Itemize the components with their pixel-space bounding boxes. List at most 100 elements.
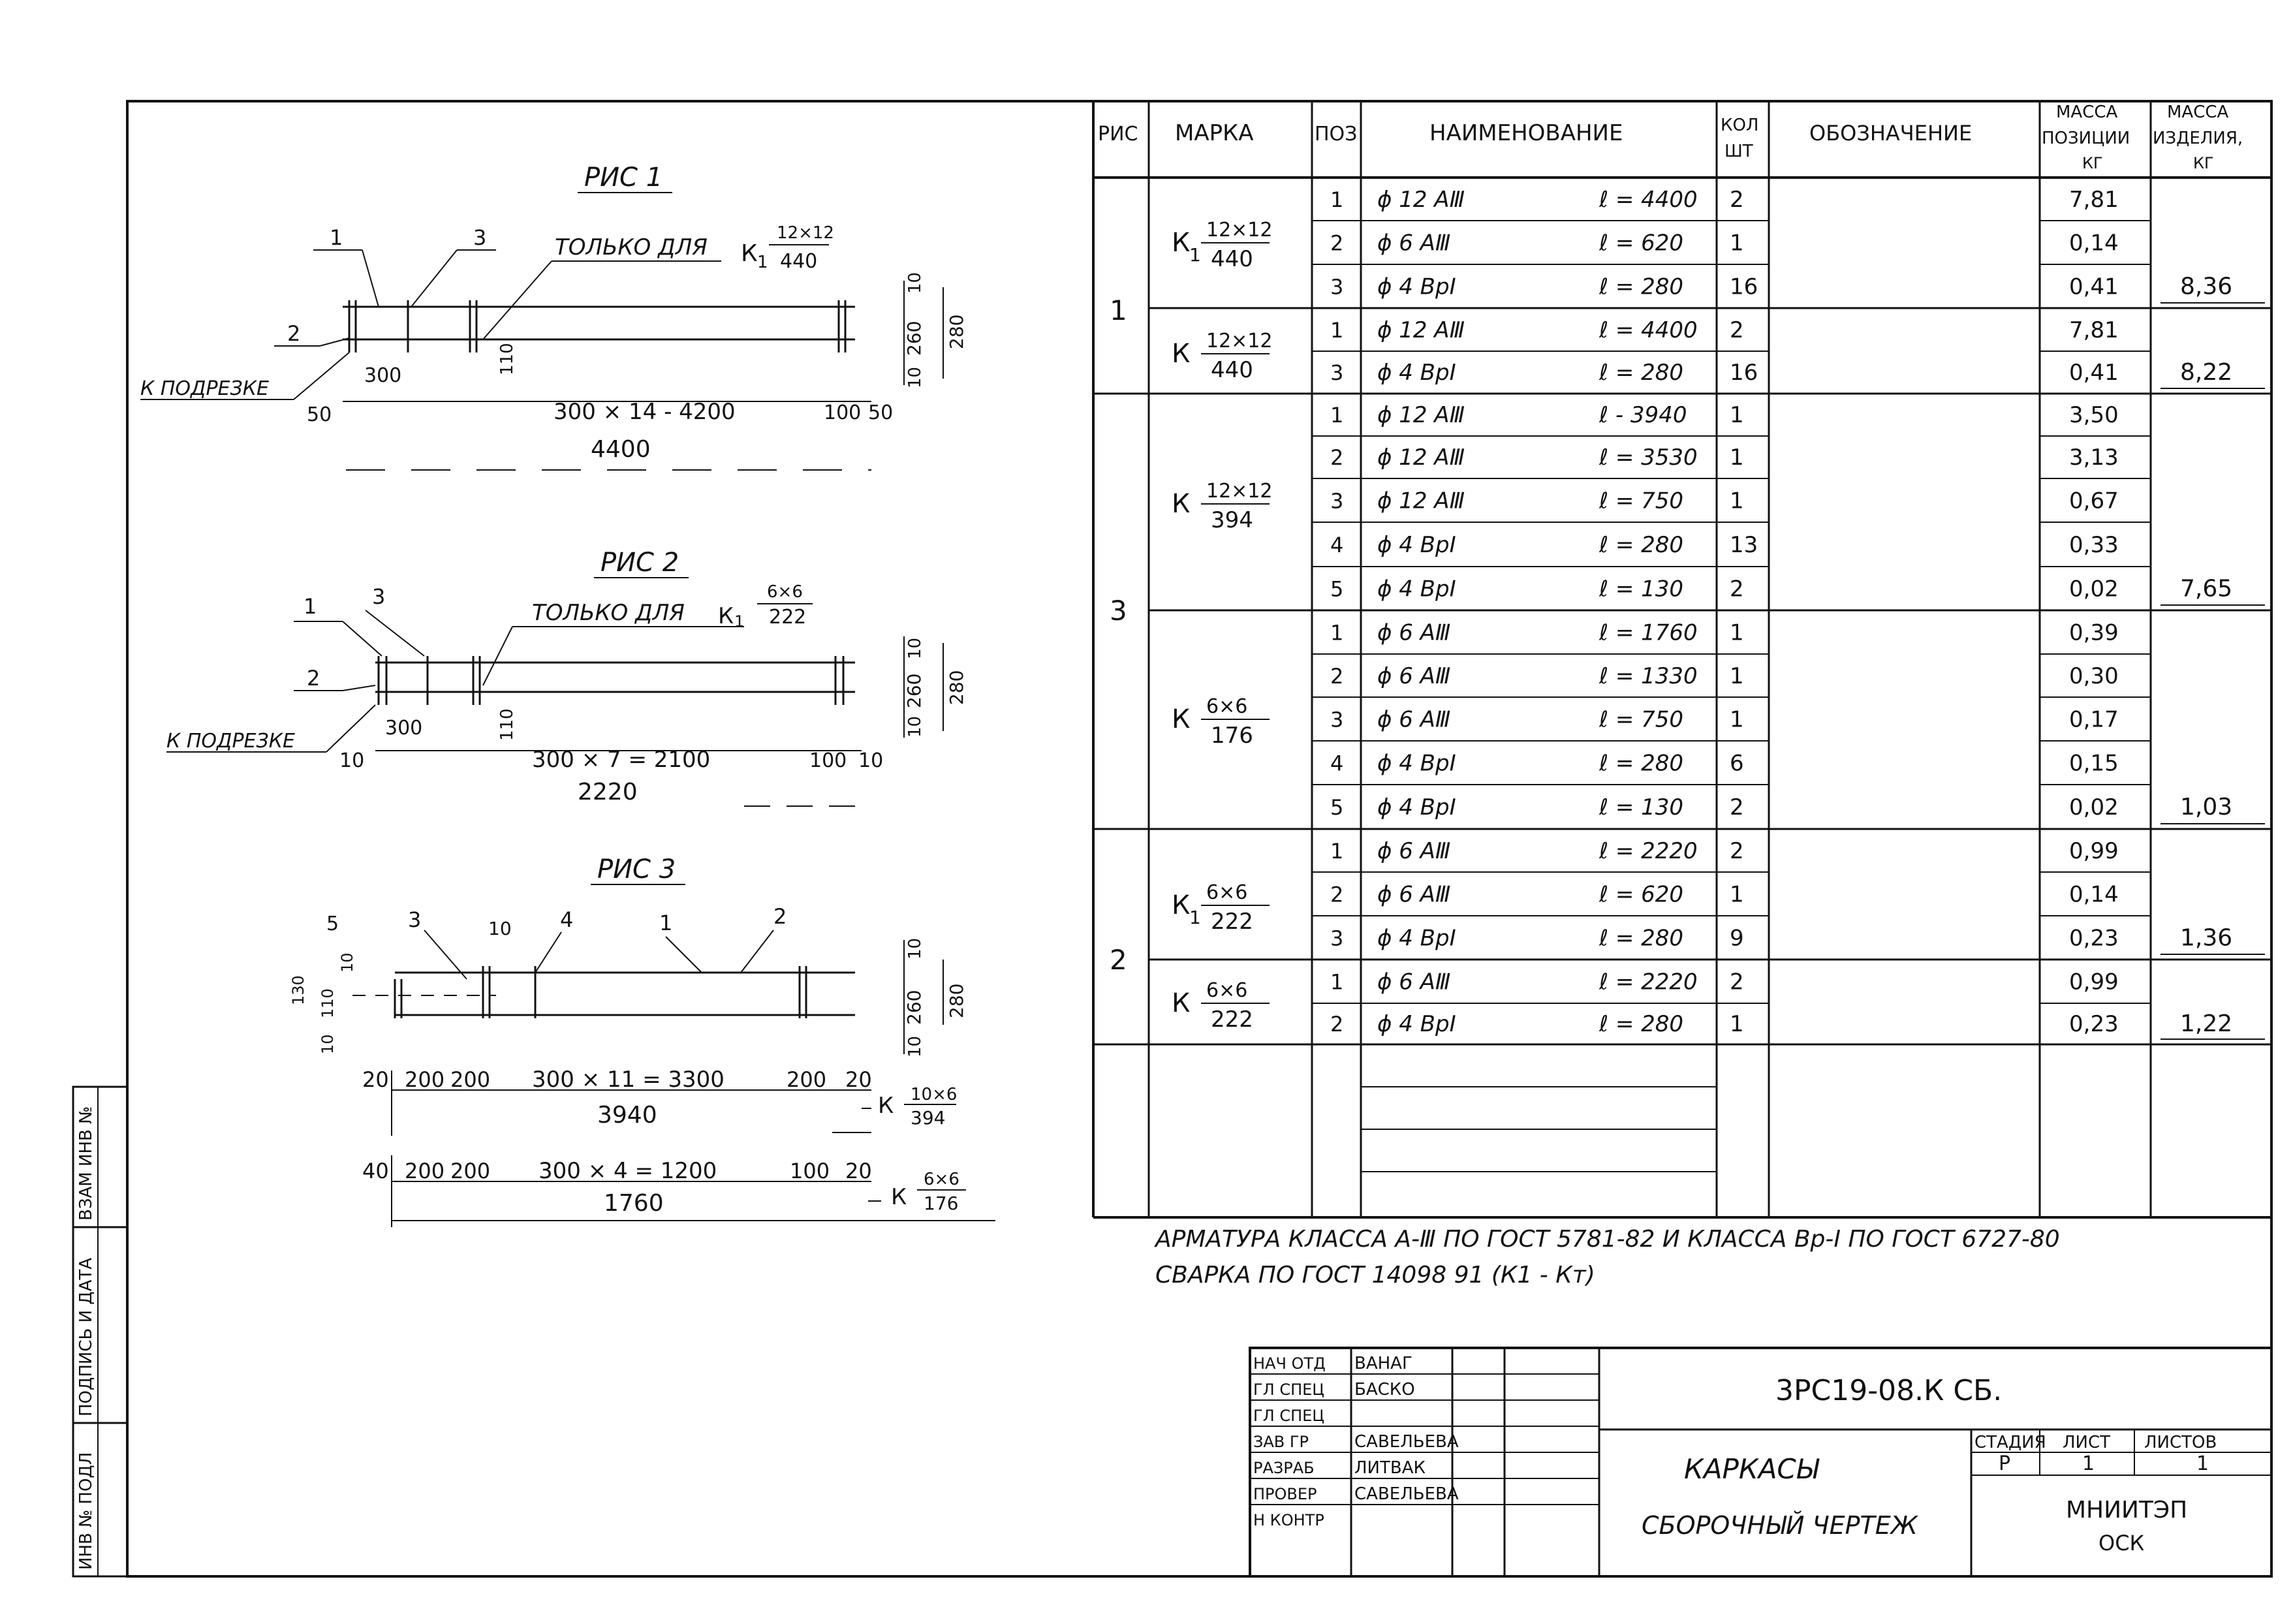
row-qty: 1	[1730, 882, 1744, 908]
fig3-pos2: 2	[773, 904, 787, 929]
row-name: ϕ 4 ВрI	[1377, 360, 1456, 386]
mark-num: 12×12	[1206, 480, 1272, 503]
tb-name: САВЕЛЬЕВА	[1354, 1484, 1459, 1504]
fig3-r2-c: 200	[450, 1159, 490, 1183]
fig1-pos3: 3	[473, 225, 486, 250]
fig3-r1-total: 3940	[597, 1102, 657, 1129]
row-mass: 0,99	[2069, 969, 2119, 995]
hdr-name: НАИМЕНОВАНИЕ	[1429, 120, 1623, 146]
row-total: 1,03	[2180, 794, 2232, 820]
row-length: ℓ = 750	[1599, 488, 1683, 514]
fig1-d110: 110	[497, 343, 517, 375]
row-total: 7,65	[2180, 576, 2232, 602]
fig3-pos5: 5	[326, 913, 339, 935]
fig1-d50a: 50	[307, 403, 332, 426]
row-qty: 2	[1730, 317, 1744, 343]
stage-value: Р	[1999, 1452, 2010, 1475]
fig1-d300: 300	[364, 364, 401, 387]
tb-name: БАСКО	[1354, 1380, 1415, 1399]
row-mass: 0,17	[2069, 707, 2119, 733]
row-mass: 0,39	[2069, 620, 2119, 646]
fig2-d10a: 10	[339, 749, 364, 772]
fig3-r1-c: 200	[450, 1067, 490, 1092]
fig2-mark-sub: 1	[734, 612, 744, 631]
row-qty: 1	[1730, 402, 1744, 428]
row-length: ℓ = 4400	[1599, 187, 1698, 213]
hdr-poz: ПОЗ	[1315, 123, 1357, 146]
fig2-d10d: 10	[905, 716, 925, 738]
doc-code: 3РС19-08.К СБ.	[1775, 1374, 2002, 1407]
fig2-title: РИС 2	[601, 548, 679, 578]
fig3-d10: 10	[488, 918, 512, 939]
row-mass: 0,41	[2069, 360, 2119, 386]
row-total: 1,22	[2180, 1010, 2232, 1037]
fig1-d100: 100	[824, 401, 861, 424]
hdr-mp2: ПОЗИЦИИ	[2042, 129, 2130, 148]
row-qty: 2	[1730, 576, 1744, 602]
note-line-2: СВАРКА ПО ГОСТ 14098 91 (К1 - Кт)	[1155, 1262, 1595, 1288]
row-length: ℓ = 280	[1599, 360, 1683, 386]
fig1-mark-num: 12×12	[777, 223, 834, 243]
row-name: ϕ 12 АⅢ	[1377, 317, 1465, 343]
tb-role: ГЛ СПЕЦ	[1253, 1381, 1324, 1399]
mark-prefix: К	[1172, 339, 1190, 369]
row-length: ℓ = 620	[1599, 230, 1683, 257]
ris-3: 3	[1110, 595, 1127, 627]
row-mass: 7,81	[2069, 187, 2119, 213]
fig2-d10c: 10	[905, 638, 925, 659]
row-qty: 1	[1730, 707, 1744, 733]
fig3-r1-d: 200	[787, 1067, 826, 1092]
fig1-callout: ТОЛЬКО ДЛЯ	[555, 234, 708, 260]
spec-table: РИС МАРКА ПОЗ НАИМЕНОВАНИЕ КОЛ ШТ ОБОЗНА…	[1092, 101, 2271, 1219]
row-length: ℓ - 3940	[1599, 402, 1687, 428]
row-qty: 1	[1730, 230, 1744, 257]
fig3-r2-b: 200	[405, 1159, 445, 1183]
row-mass: 0,14	[2069, 230, 2119, 257]
fig2-pos1: 1	[304, 594, 317, 619]
row-length: ℓ = 280	[1599, 751, 1683, 777]
fig3-pos1: 1	[659, 911, 672, 935]
row-poz: 1	[1330, 839, 1343, 864]
mark-den: 176	[1211, 723, 1253, 749]
row-name: ϕ 4 ВрI	[1377, 751, 1456, 777]
row-length: ℓ = 3530	[1599, 445, 1698, 471]
tb-name: ЛИТВАК	[1354, 1458, 1426, 1478]
row-poz: 2	[1330, 882, 1343, 907]
sheets-value: 1	[2196, 1452, 2209, 1475]
fig1-cut: К ПОДРЕЗКЕ	[140, 377, 269, 400]
row-qty: 16	[1730, 274, 1758, 300]
row-length: ℓ = 130	[1599, 576, 1683, 602]
tb-role: ГЛ СПЕЦ	[1253, 1407, 1324, 1425]
row-poz: 2	[1330, 231, 1343, 256]
row-name: ϕ 4 ВрI	[1377, 1011, 1456, 1037]
row-mass: 0,23	[2069, 1011, 2119, 1037]
fig3-d280: 280	[946, 984, 967, 1018]
mark-num: 6×6	[1206, 881, 1247, 904]
hdr-oboz: ОБОЗНАЧЕНИЕ	[1809, 121, 1972, 146]
row-mass: 0,33	[2069, 532, 2119, 558]
mark-den: 222	[1211, 1007, 1253, 1033]
row-length: ℓ = 130	[1599, 794, 1683, 820]
row-poz: 3	[1330, 708, 1343, 732]
fig2-d280: 280	[946, 670, 967, 705]
row-length: ℓ = 2220	[1599, 838, 1698, 864]
hdr-mi1: МАССА	[2167, 102, 2229, 122]
fig3-pos4: 4	[560, 907, 573, 932]
fig1-d280: 280	[946, 315, 967, 349]
fig3-r2-total: 1760	[604, 1190, 664, 1217]
row-name: ϕ 6 АⅢ	[1377, 230, 1450, 257]
mark-num: 6×6	[1206, 695, 1247, 718]
fig3-d10l: 10	[319, 1034, 337, 1054]
fig3-r2-mark-den: 176	[924, 1193, 958, 1214]
fig3-r2-chain: 300 × 4 = 1200	[538, 1158, 717, 1184]
hdr-mi2: ИЗДЕЛИЯ,	[2153, 129, 2243, 148]
row-qty: 2	[1730, 187, 1744, 213]
rows-layer: 1 ϕ 12 АⅢ ℓ = 4400 2 7,81 2 ϕ 6 АⅢ ℓ = 620 1 0,14…	[1312, 187, 2265, 1045]
row-mass: 3,50	[2069, 402, 2119, 428]
row-length: ℓ = 4400	[1599, 317, 1698, 343]
row-name: ϕ 6 АⅢ	[1377, 620, 1450, 646]
row-qty: 13	[1730, 532, 1758, 558]
fig1-mark-prefix: К	[741, 240, 758, 267]
